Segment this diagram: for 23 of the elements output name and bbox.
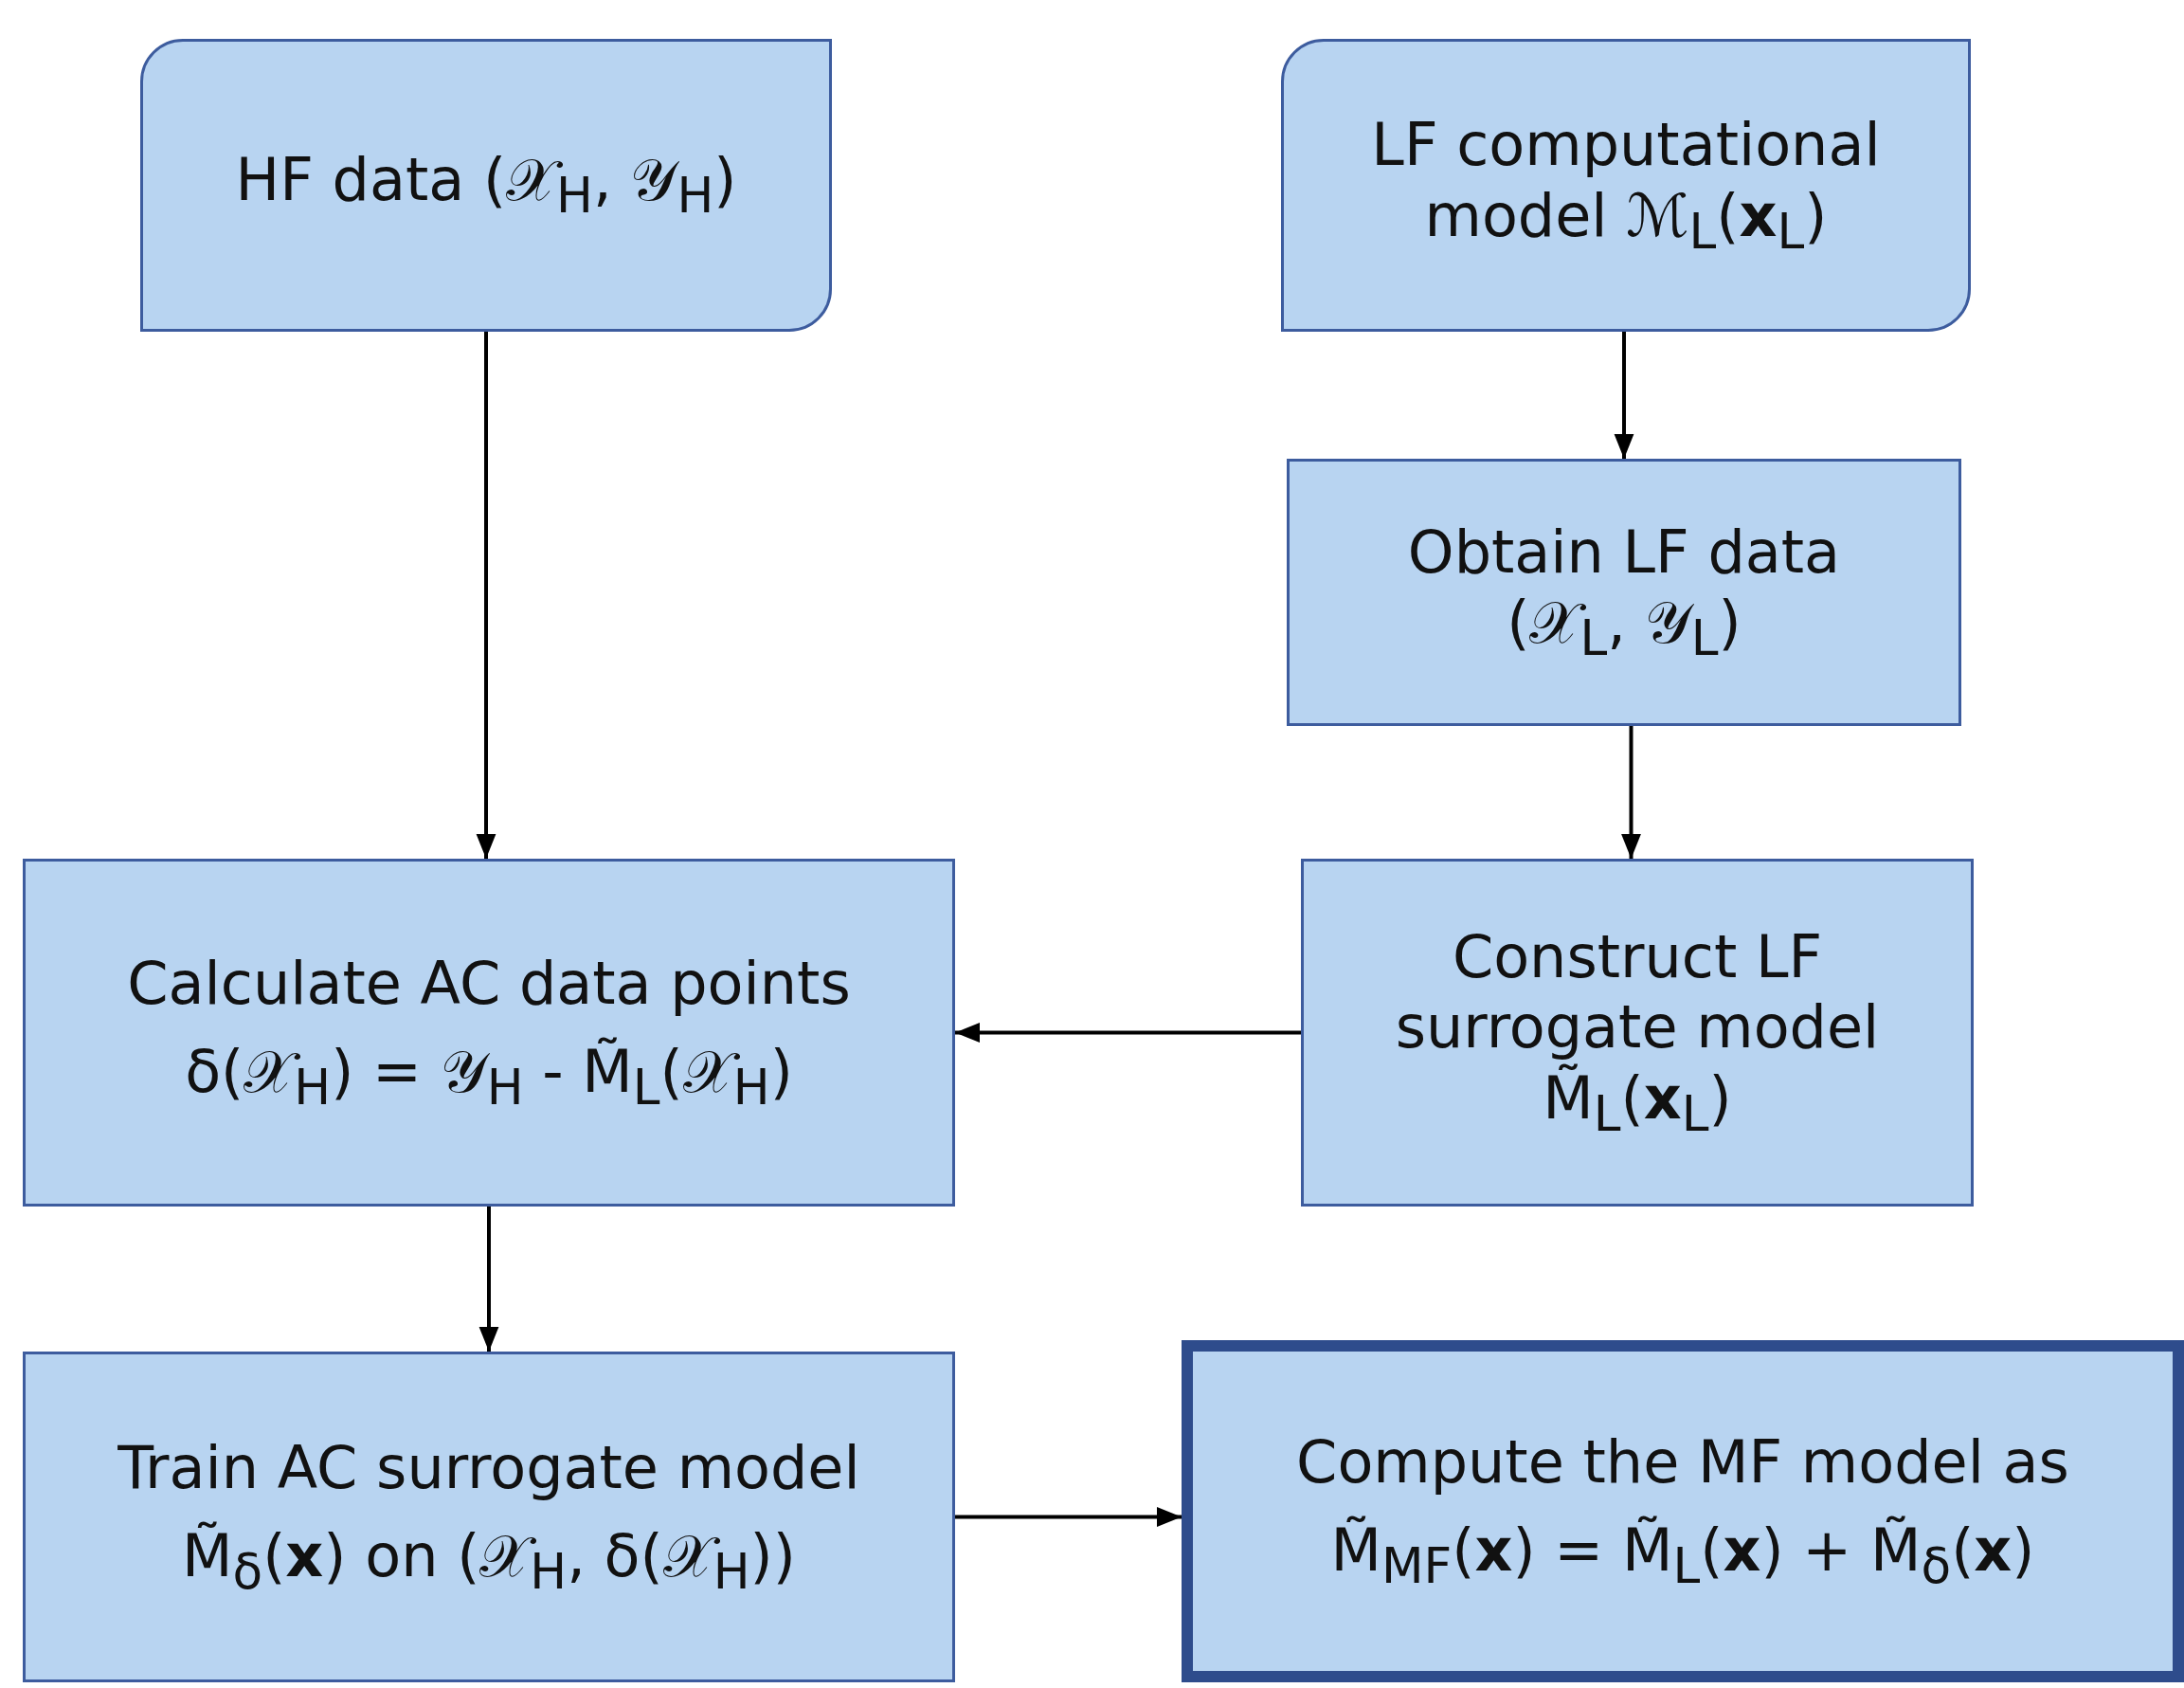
process-box xyxy=(1281,39,1971,332)
arrow xyxy=(1614,332,1634,459)
box-text: Train AC surrogate model xyxy=(117,1433,860,1504)
arrow xyxy=(478,1207,499,1352)
process-box xyxy=(1301,859,1974,1207)
box-text: Compute the MF model as xyxy=(1296,1427,2069,1498)
arrow xyxy=(955,1507,1182,1527)
box-text: HF data (𝒳$_{H}$, 𝒴$_{H}$) xyxy=(235,145,737,226)
box-text: Construct LF surrogate model M̃$_{L}$(x$_{L}$) xyxy=(1394,921,1881,1144)
arrow xyxy=(476,332,496,859)
process-box xyxy=(23,1352,955,1682)
box-text: Obtain LF data (𝒳$_{L}$, 𝒴$_{L}$) xyxy=(1406,517,1842,668)
box-text: LF computational model ℳ$_{L}$(x$_{L}$) xyxy=(1370,110,1882,261)
arrow xyxy=(955,1023,1301,1043)
box-text: δ(𝒳$_{H}$) = 𝒴$_{H}$ - M̃$_{L}$(𝒳$_{H}$) xyxy=(185,1036,793,1116)
box-text: M̃$_{MF}$(x) = M̃$_{L}$(x) + M̃$_{δ}$(x) xyxy=(1330,1515,2035,1595)
process-box xyxy=(1182,1340,2184,1682)
process-box xyxy=(23,859,955,1207)
process-box xyxy=(140,39,832,332)
box-text: M̃$_{δ}$(x) on (𝒳$_{H}$, δ(𝒳$_{H}$)) xyxy=(182,1520,796,1601)
process-box xyxy=(1287,459,1961,726)
arrow xyxy=(1621,726,1641,859)
box-text: Calculate AC data points xyxy=(127,949,851,1020)
